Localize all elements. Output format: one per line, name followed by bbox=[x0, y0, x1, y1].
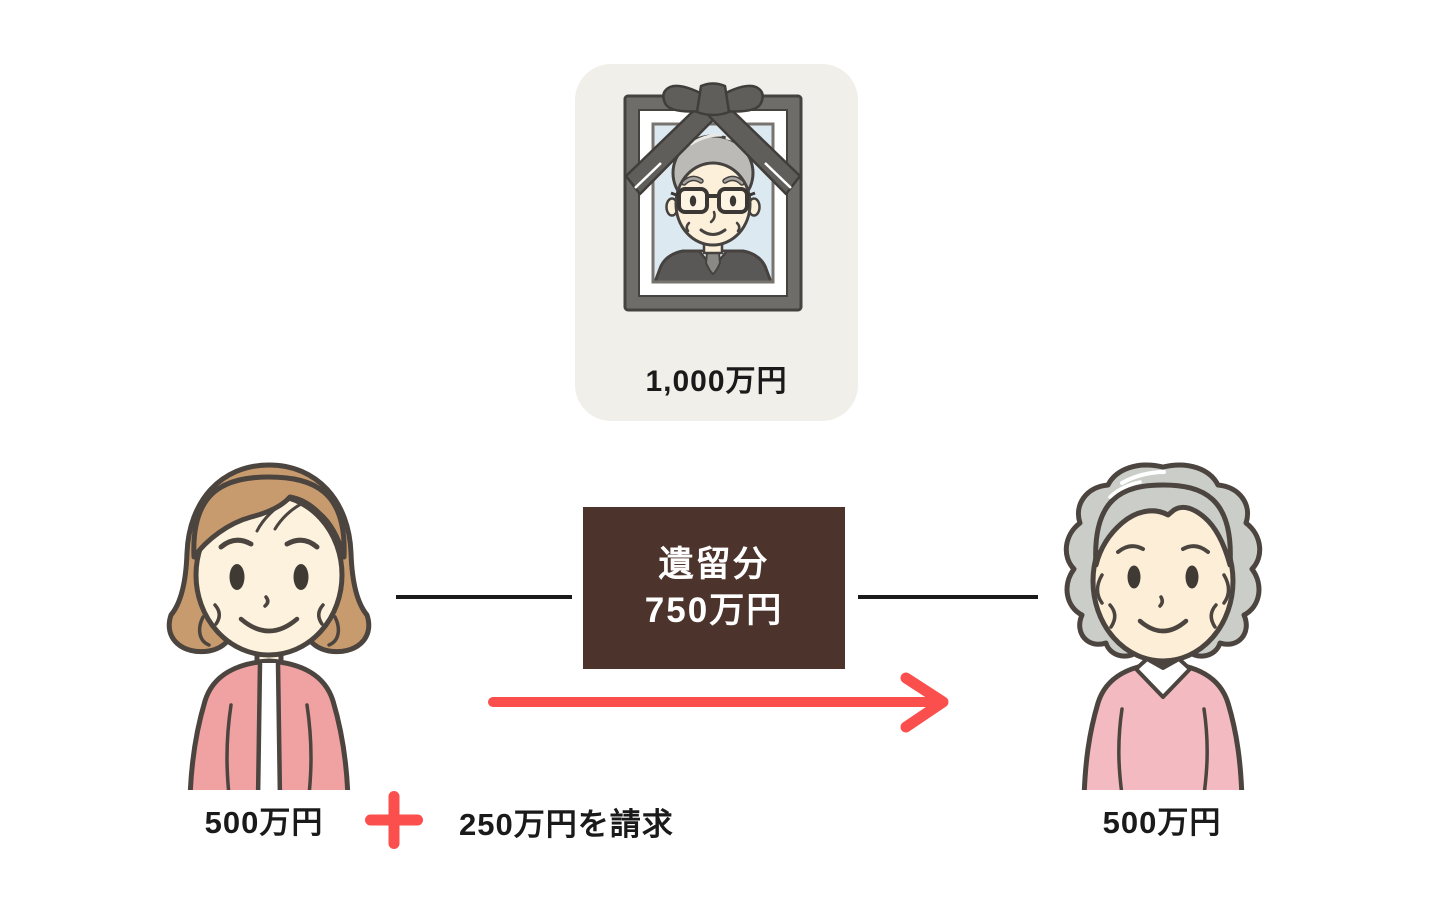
person-right bbox=[1058, 457, 1268, 803]
estate-card: 1,000万円 bbox=[575, 64, 858, 421]
mourning-ribbon-icon bbox=[624, 82, 802, 196]
connector-line-right bbox=[858, 595, 1038, 599]
legitime-title: 遺留分 bbox=[658, 544, 770, 584]
left-person-amount-label: 500万円 bbox=[204, 805, 324, 840]
legitime-box: 遺留分 750万円 bbox=[583, 507, 845, 669]
claim-arrow-icon bbox=[488, 672, 949, 733]
woman-illustration bbox=[166, 462, 372, 803]
person-left bbox=[163, 455, 375, 803]
right-person-amount-label: 500万円 bbox=[1102, 805, 1222, 840]
elderly-woman-illustration bbox=[1063, 462, 1263, 803]
claim-text: 250万円を請求 bbox=[459, 807, 674, 842]
memorial-portrait-icon bbox=[623, 82, 803, 312]
plus-icon bbox=[365, 791, 423, 849]
legitime-amount: 750万円 bbox=[644, 591, 784, 630]
connector-line-left bbox=[396, 595, 572, 599]
estate-amount-label: 1,000万円 bbox=[645, 365, 788, 398]
